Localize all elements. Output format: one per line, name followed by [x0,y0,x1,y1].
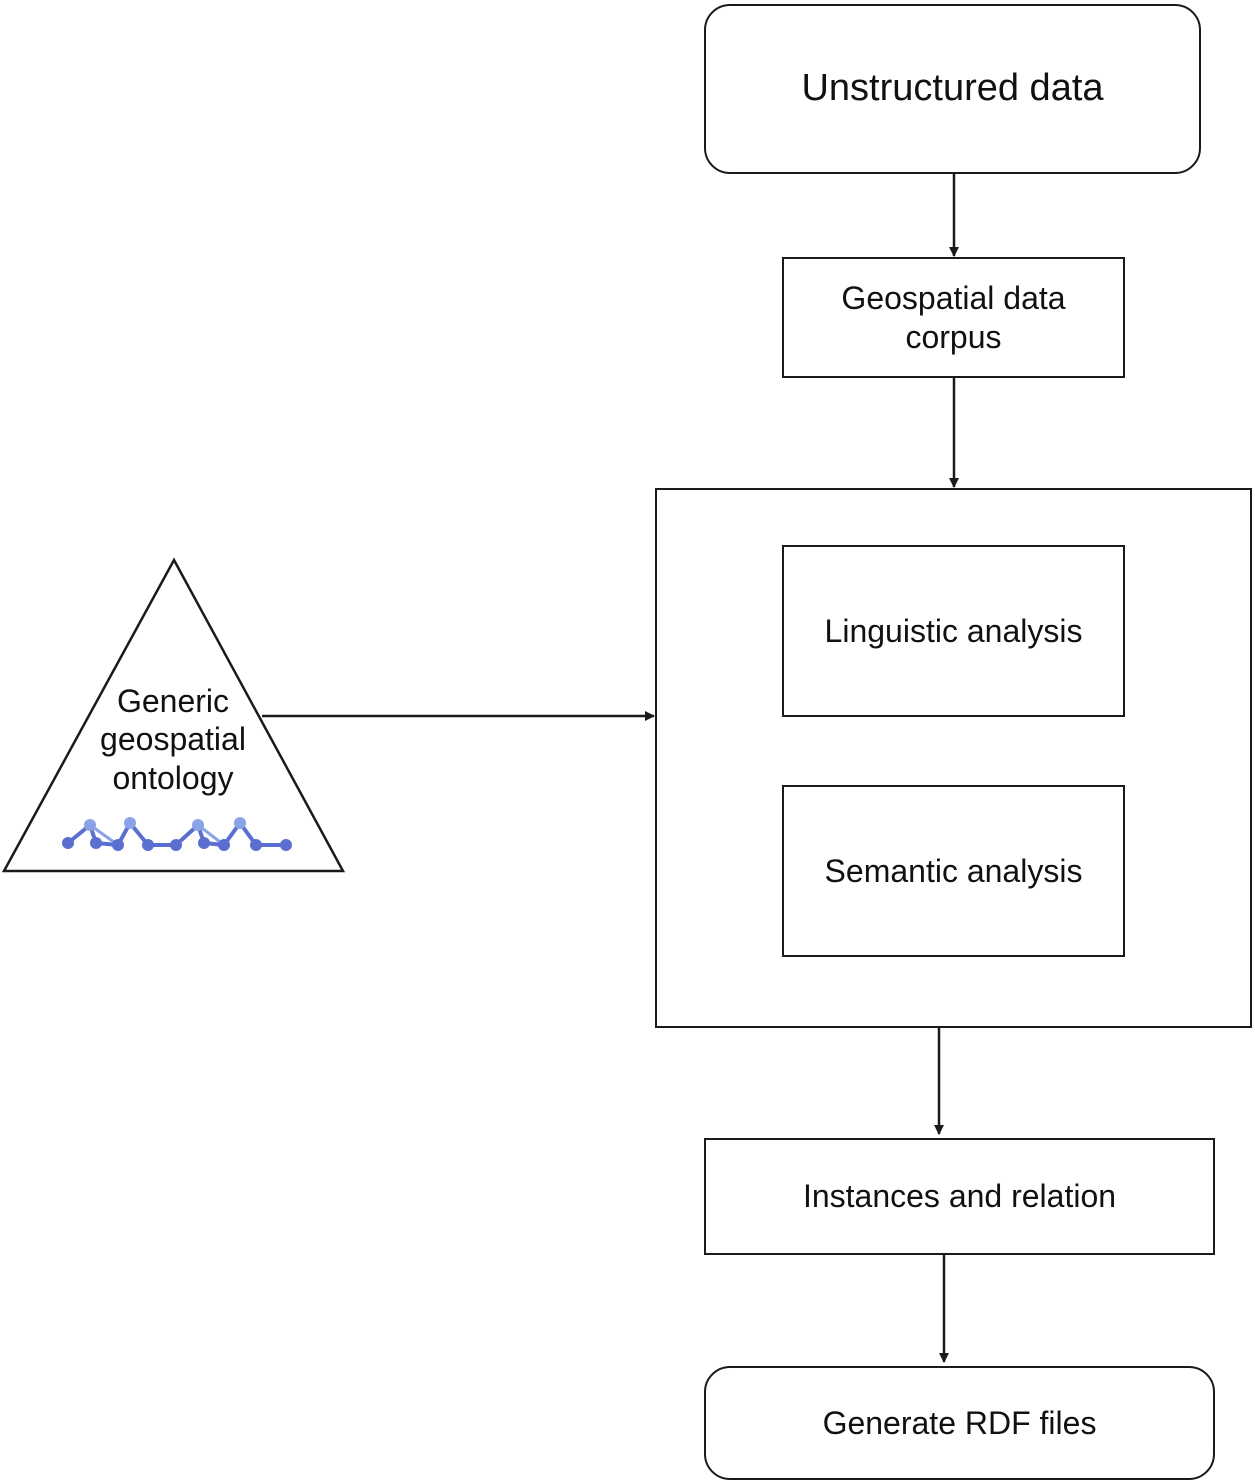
node-label: Unstructured data [801,67,1104,110]
node-label: Instances and relation [802,1178,1117,1215]
node-geospatial-data-corpus: Geospatial data corpus [782,257,1125,378]
node-instances-and-relation: Instances and relation [704,1138,1215,1255]
ontology-network-icon [62,817,292,851]
node-label: Semantic analysis [824,852,1083,889]
node-unstructured-data: Unstructured data [704,4,1201,174]
ontology-triangle [1,557,346,873]
node-linguistic-analysis: Linguistic analysis [782,545,1125,717]
node-label: Generate RDF files [822,1404,1097,1441]
ontology-label: Generic geospatial ontology [100,683,246,796]
node-generate-rdf-files: Generate RDF files [704,1366,1215,1480]
node-label: Geospatial data corpus [841,280,1066,355]
node-label: Linguistic analysis [824,612,1083,649]
node-semantic-analysis: Semantic analysis [782,785,1125,957]
